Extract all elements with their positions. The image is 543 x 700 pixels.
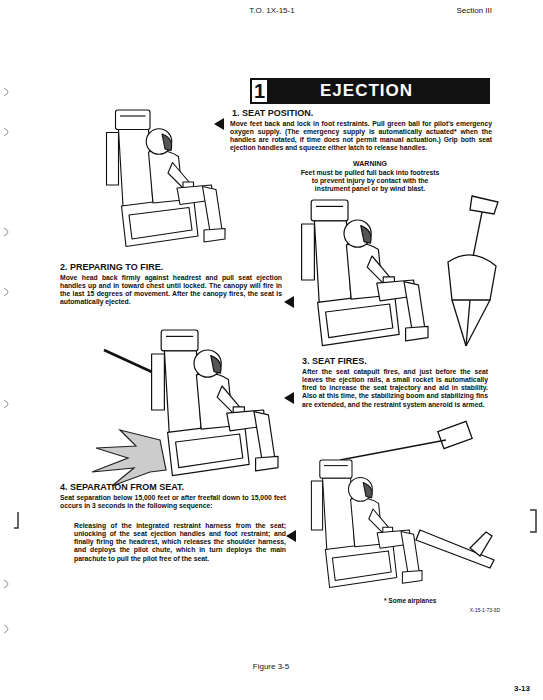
step-text: Move feet back and lock in foot restrain… — [230, 120, 492, 153]
stabilizing-boom — [416, 530, 494, 568]
margin-marks — [4, 88, 536, 633]
warning-heading: WARNING — [300, 160, 440, 168]
sequence-text: Releasing of the integrated restraint ha… — [74, 522, 286, 563]
band-title: EJECTION — [320, 81, 413, 101]
main-canopy — [448, 255, 496, 300]
footnote: * Some airplanes — [384, 597, 484, 605]
step-heading: 1. SEAT POSITION. — [232, 108, 452, 119]
stabilizing-boom — [104, 350, 152, 372]
figure-caption: Figure 3-5 — [196, 662, 346, 672]
step-text: Move head back firmly against headrest a… — [60, 274, 282, 307]
seat-figure-2 — [302, 200, 428, 346]
pointer-arrow — [214, 118, 224, 130]
step-text: Seat separation below 15,000 feet or aft… — [60, 494, 286, 510]
seat-figure-4 — [311, 460, 422, 587]
seat-figure-3 — [152, 330, 278, 476]
stabilizing-fin — [470, 532, 492, 556]
step-heading: 4. SEPARATION FROM SEAT. — [60, 482, 286, 493]
tab-number: 1 — [252, 80, 267, 102]
rocket-flame — [92, 430, 166, 486]
step-text: After the seat catapult fires, and just … — [302, 368, 488, 409]
figure-code: X-15-1-73-3D — [420, 607, 500, 613]
section-band: 1 EJECTION — [250, 78, 490, 104]
page-header: T.O. 1X-15-1 — [212, 6, 332, 16]
page-number: 3-13 — [480, 684, 530, 694]
parachute — [448, 196, 498, 346]
step-heading: 2. PREPARING TO FIRE. — [60, 262, 280, 273]
pointer-arrow — [284, 296, 294, 308]
warning-text: Feet must be pulled full back into footr… — [300, 169, 440, 193]
separating-headrest — [340, 421, 472, 460]
section-label: Section III — [410, 6, 492, 16]
pilot-chute — [470, 196, 498, 214]
pointer-arrow — [284, 392, 294, 404]
step-heading: 3. SEAT FIRES. — [302, 356, 482, 367]
pointer-arrow — [286, 530, 296, 542]
seat-figure-1 — [107, 110, 226, 247]
